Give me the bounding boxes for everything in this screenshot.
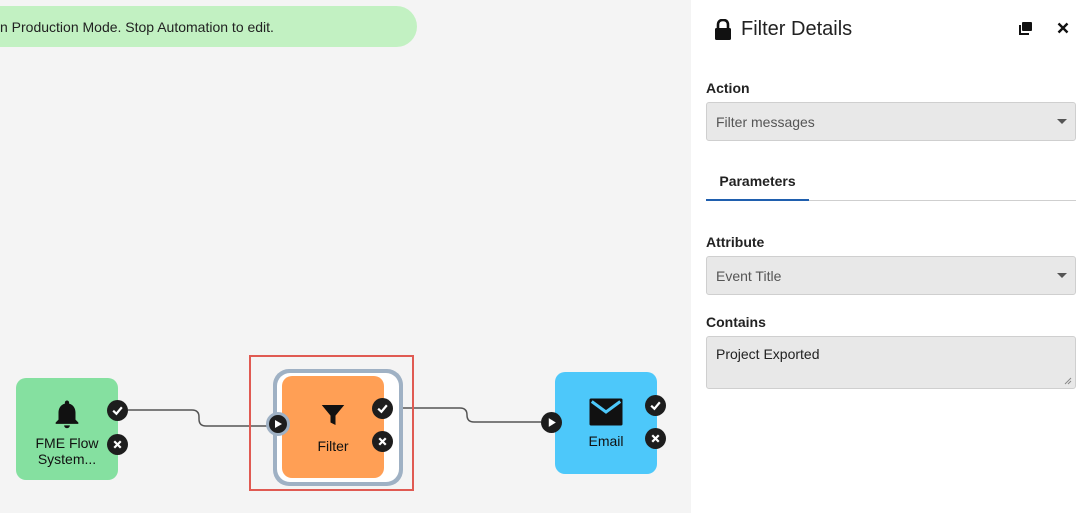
email-node-label: Email — [588, 433, 624, 449]
connections — [128, 407, 541, 427]
x-icon — [378, 437, 387, 446]
check-icon — [377, 404, 388, 414]
attribute-select-value: Event Title — [716, 267, 782, 284]
selection-box — [249, 355, 414, 491]
check-icon — [650, 401, 661, 411]
filter-details-panel: Filter Details Action Filter messages Pa… — [691, 0, 1084, 513]
banner-text: n Production Mode. Stop Automation to ed… — [0, 18, 274, 35]
action-select[interactable]: Filter messages — [706, 102, 1076, 141]
action-label: Action — [706, 80, 750, 96]
popout-icon — [1018, 21, 1032, 35]
x-icon — [651, 434, 660, 443]
email-failure-port[interactable] — [645, 428, 666, 449]
trigger-node-label: FME Flow System... — [35, 435, 99, 467]
filter-failure-port[interactable] — [372, 431, 393, 452]
tab-parameters[interactable]: Parameters — [706, 163, 809, 201]
action-select-value: Filter messages — [716, 113, 815, 130]
funnel-icon — [321, 405, 345, 425]
x-icon — [113, 440, 122, 449]
contains-label: Contains — [706, 314, 766, 330]
email-node[interactable]: Email — [555, 372, 657, 474]
tab-bar: Parameters — [706, 163, 1076, 201]
filter-node[interactable]: Filter — [282, 376, 384, 478]
contains-value: Project Exported — [716, 346, 820, 362]
attribute-label: Attribute — [706, 234, 765, 250]
envelope-icon — [589, 398, 623, 426]
production-mode-banner: n Production Mode. Stop Automation to ed… — [0, 6, 417, 47]
email-input-port[interactable] — [541, 412, 562, 433]
panel-header: Filter Details — [713, 18, 852, 41]
chevron-down-icon — [1057, 273, 1067, 278]
trigger-node[interactable]: FME Flow System... — [16, 378, 118, 480]
bell-icon — [55, 400, 79, 429]
trigger-failure-port[interactable] — [107, 434, 128, 455]
attribute-select[interactable]: Event Title — [706, 256, 1076, 295]
chevron-down-icon — [1057, 119, 1067, 124]
panel-title: Filter Details — [741, 18, 853, 40]
connection-filter-email — [395, 407, 541, 423]
lock-icon — [715, 18, 731, 40]
close-button[interactable] — [1053, 18, 1073, 38]
trigger-success-port[interactable] — [107, 400, 128, 421]
email-success-port[interactable] — [645, 395, 666, 416]
play-icon — [275, 420, 282, 428]
popout-button[interactable] — [1015, 18, 1035, 38]
filter-node-label: Filter — [317, 438, 349, 454]
connection-trigger-filter — [128, 409, 268, 427]
workflow-canvas[interactable]: n Production Mode. Stop Automation to ed… — [0, 0, 691, 513]
check-icon — [112, 406, 123, 416]
filter-success-port[interactable] — [372, 398, 393, 419]
contains-textarea[interactable]: Project Exported — [706, 336, 1076, 389]
resize-handle-icon[interactable] — [1064, 377, 1072, 385]
filter-input-port[interactable] — [266, 412, 290, 436]
play-icon — [548, 418, 556, 427]
close-icon — [1057, 22, 1069, 34]
